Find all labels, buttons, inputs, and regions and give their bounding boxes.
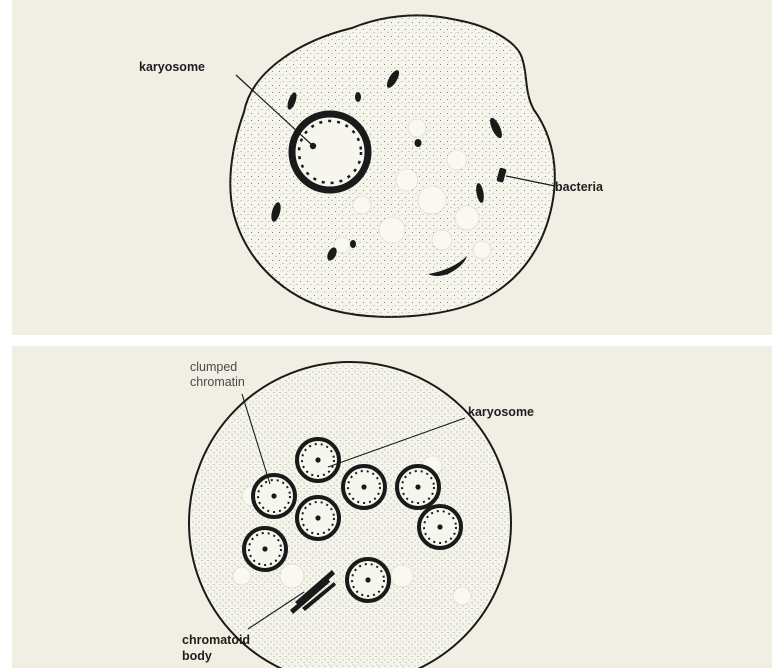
cyst-nucleus <box>297 439 339 481</box>
trophozoite-diagram: karyosome bacteria <box>12 0 772 335</box>
trophozoite-panel: karyosome bacteria <box>12 0 772 335</box>
cyst-nucleus <box>419 506 461 548</box>
cyst-diagram: clumped chromatin karyosome chromatoid b… <box>12 346 772 668</box>
trophozoite-nucleus <box>292 114 368 190</box>
cyst-nucleus <box>253 475 295 517</box>
bacteria-label: bacteria <box>555 180 604 194</box>
karyosome-label: karyosome <box>139 60 205 74</box>
cyst-nucleus <box>244 528 286 570</box>
cyst-stipple <box>191 364 509 668</box>
chromatoid-body-label-line2: body <box>182 649 212 663</box>
karyosome-label-cyst: karyosome <box>468 405 534 419</box>
cyst-nucleus <box>343 466 385 508</box>
cyst-nucleus <box>347 559 389 601</box>
cyst-panel: clumped chromatin karyosome chromatoid b… <box>12 346 772 668</box>
clumped-chromatin-label-line1: clumped <box>190 360 237 374</box>
cyst-nucleus <box>397 466 439 508</box>
chromatoid-body-label-line1: chromatoid <box>182 633 250 647</box>
cyst-nucleus <box>297 497 339 539</box>
clumped-chromatin-label-line2: chromatin <box>190 375 245 389</box>
